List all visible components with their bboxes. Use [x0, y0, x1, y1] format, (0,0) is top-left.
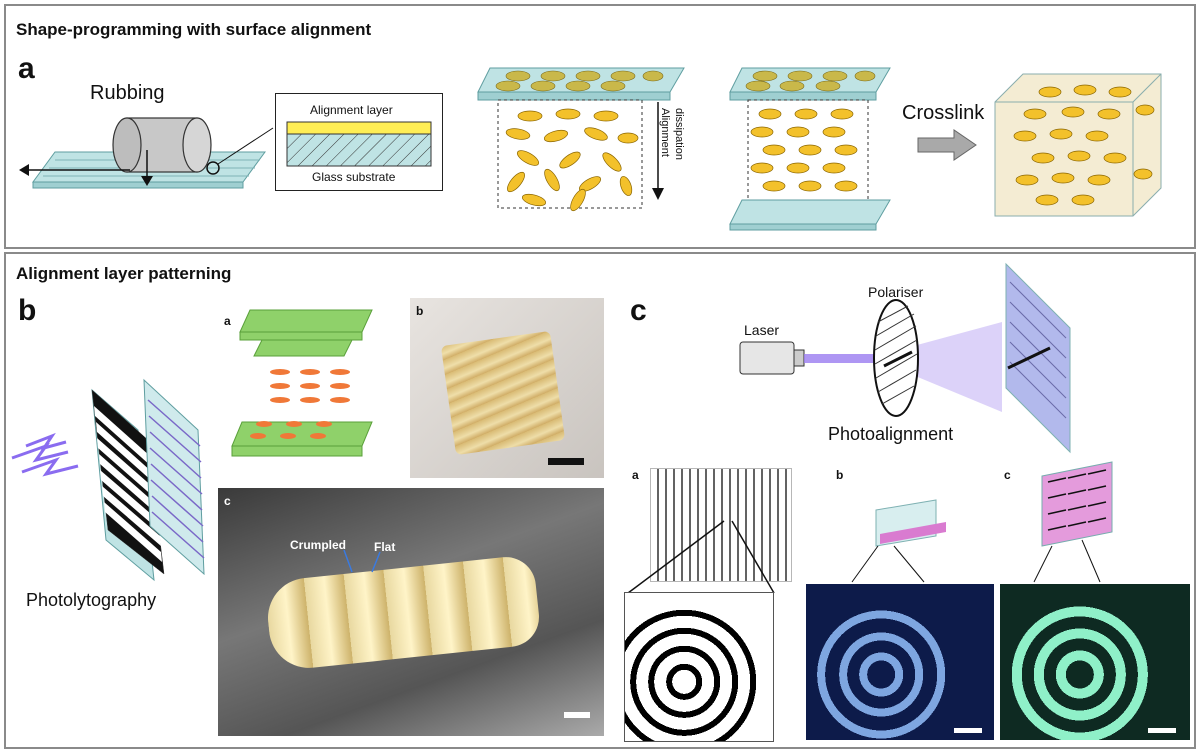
- b-sub-c-label: c: [224, 494, 231, 508]
- photoalignment-label: Photoalignment: [828, 424, 954, 444]
- crumpled-label: Crumpled: [290, 538, 347, 552]
- c-sub-a-label: a: [632, 468, 639, 482]
- crumpled-photo: [218, 488, 604, 736]
- c-sub-b-micrograph: [806, 584, 994, 740]
- bottom-panel-title: Alignment layer patterning: [16, 264, 232, 283]
- crosslinked-cube: [994, 73, 1162, 217]
- lc-cell-dissipation: [477, 67, 685, 212]
- photoalignment-diagram: [739, 262, 1071, 454]
- resolution-target: [650, 468, 792, 582]
- inset-layers: [286, 121, 432, 167]
- top-panel-title: Shape-programming with surface alignment: [16, 20, 372, 39]
- film-photo: [410, 298, 604, 478]
- inset-bottom-label: Glass substrate: [312, 170, 396, 184]
- scale-bar: [1148, 728, 1176, 733]
- film-sample: [440, 330, 566, 456]
- dissipation-label-2: dissipation: [673, 108, 685, 160]
- zoomed-pattern: [624, 592, 774, 742]
- lc-cell-two-plates: [729, 67, 891, 231]
- photolithography-diagram: [11, 378, 205, 582]
- rubbing-label: Rubbing: [90, 82, 165, 104]
- scale-bar: [564, 712, 590, 718]
- polariser-label: Polariser: [868, 284, 924, 300]
- b-sub-b-label: b: [416, 304, 424, 318]
- rubbing-diagram: [19, 117, 274, 189]
- flat-label: Flat: [374, 540, 396, 554]
- top-panel: [4, 4, 1196, 249]
- panel-letter-c: c: [630, 294, 647, 327]
- c-sub-c-diagram: [1033, 461, 1113, 583]
- c-sub-c-label: c: [1004, 468, 1011, 482]
- c-sub-b-label: b: [836, 468, 844, 482]
- crosslink-label: Crosslink: [902, 102, 985, 124]
- laser-label: Laser: [744, 322, 780, 338]
- zoom-lines: [627, 520, 775, 594]
- crumpled-sample: [264, 554, 542, 672]
- b-sub-a-label: a: [224, 314, 231, 328]
- panel-letter-b: b: [18, 294, 37, 327]
- scale-bar: [548, 458, 584, 465]
- green-plates-diagram: [231, 309, 373, 457]
- photolytography-label: Photolytography: [26, 590, 157, 610]
- c-sub-b-diagram: [851, 499, 946, 583]
- c-sub-c-micrograph: [1000, 584, 1190, 740]
- crosslink-arrow: [917, 129, 977, 161]
- top-panel-letter: a: [18, 52, 35, 85]
- dissipation-label-1: Alignment: [659, 108, 671, 157]
- scale-bar: [954, 728, 982, 733]
- label-arrows: [343, 549, 381, 573]
- bottom-panel: [4, 252, 1196, 749]
- inset-top-label: Alignment layer: [310, 103, 393, 117]
